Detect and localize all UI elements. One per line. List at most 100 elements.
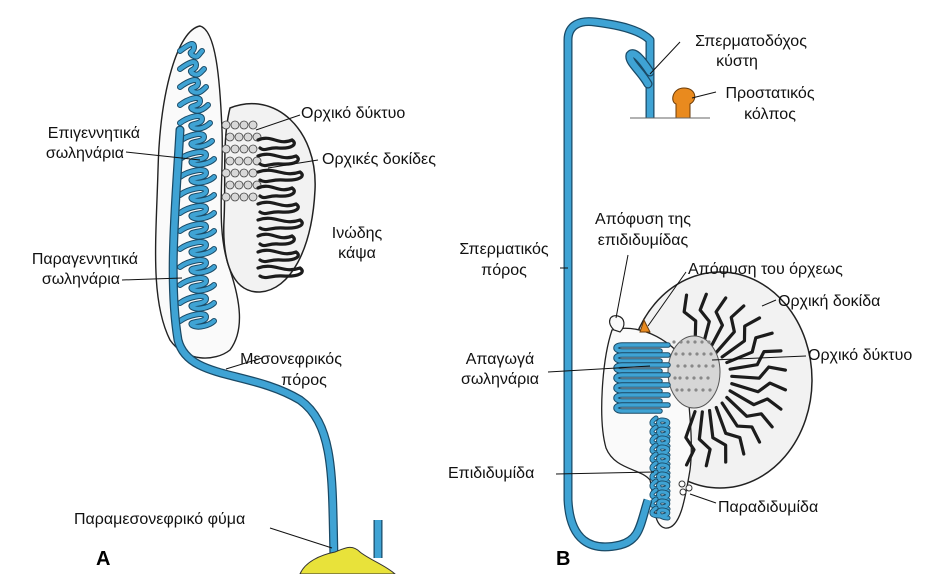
label-epididymis: Επιδιδυμίδα [448,465,535,482]
label-mesonephric-2: πόρος [281,372,327,389]
panel-label-a: A [96,548,111,570]
rete-cell [230,192,240,202]
mesonephric-tubule-fill [178,186,216,203]
label-epigenital-2: σωληνάρια [45,145,124,162]
rete-dot [690,364,694,368]
testis-cord [725,395,774,429]
rete-cell [234,180,244,190]
rete-cell [234,132,244,142]
label-paradidymis: Παραδιδυμίδα [718,499,819,516]
mesonephric-tubule-fill [178,222,216,239]
mesonephric-tubule-fill [178,258,216,275]
rete-cell [225,156,235,166]
rete-dot [693,340,697,344]
paramesonephric-tubercle [299,546,396,574]
rete-cell [248,168,258,178]
label-tunica-a-1: Ινώδης [331,225,383,242]
appendix-testis [639,318,651,333]
testis-cord [256,152,300,168]
label-efferent-1: Απαγωγά [465,351,535,368]
rete-dot [699,376,703,380]
rete-dot [673,376,677,380]
label-rete-b: Ορχικό δύκτυο [808,347,913,364]
mesonephric-duct-a-inner [169,126,338,562]
label-cord-b: Ορχική δοκίδα [778,293,881,310]
rete-dot [681,352,685,356]
rete-cell [230,120,240,130]
rete-cell [221,144,231,154]
mesonephric-tubule-fill [178,60,206,77]
leaders-a [121,114,333,549]
testis-cord [256,264,304,280]
testis-cord [707,408,728,464]
testis-cord [714,405,746,456]
rete-dot [688,352,692,356]
rete-dot [709,352,713,356]
label-cords-a: Ορχικές δοκίδες [322,151,436,168]
mesonephric-tubule-fill [178,78,208,95]
testis-cords-b [682,292,788,468]
rete-cell [248,144,258,154]
testis-cord [256,184,296,200]
efferent-ductule-fill [614,353,670,363]
prostatic-utricle [672,87,696,119]
mesonephric-tubules-a [177,41,217,330]
appendix-epididymis [609,315,625,333]
rete-cell [230,144,240,154]
label-seminal-2: κύστη [716,53,758,70]
testis-cord [720,316,762,359]
efferent-ductules-b [613,342,671,414]
mesonephric-tubule-fill [178,204,216,221]
leaders-b [547,41,807,504]
rete-cell [225,180,235,190]
testis-cord [256,136,296,152]
epididymis-coil-fill [650,434,670,448]
vas-deferens-inner [564,18,654,551]
label-paramesonephric: Παραμεσονεφρικό φύμα [74,511,246,528]
rete-blob [667,335,721,409]
rete-cell [243,180,253,190]
mesonephric-tubule-fill [178,42,204,59]
label-paragenital-1: Παραγεννητικά [31,251,138,268]
rete-dot [711,364,715,368]
testis-cord [256,216,304,232]
rete-dot [694,388,698,392]
testis-cord [684,410,697,467]
rete-cell [221,120,231,130]
mesonephric-tubule-fill [178,96,210,113]
epididymis-coil-fill [650,461,670,475]
rete-cell [221,192,231,202]
rete-dot [704,364,708,368]
mesonephric-tubule-fill [178,114,212,131]
label-mesonephric-1: Μεσονεφρικός [240,351,342,368]
rete-cell [225,132,235,142]
panel-label-b: B [556,548,571,570]
label-epigenital-1: Επιγεννητικά [47,125,140,142]
label-appendix-epi-1: Απόφυση της [595,211,691,228]
epididymis-coil-fill [650,470,670,484]
epididymis-coil-fill [650,488,670,502]
epididymis-coil-fill [650,425,670,439]
epididymis-coil-fill [650,416,670,430]
testis-cord [730,381,788,394]
rete-dot [674,352,678,356]
testis-cord [714,304,746,355]
mesonephric-tubule-fill [178,294,216,311]
label-tunica-a-2: κάψα [338,245,376,262]
epididymis-coil-fill [650,506,670,520]
rete-cell [239,144,249,154]
rete-dot [678,376,682,380]
efferent-ductule-fill [614,393,670,403]
label-vas-2: πόρος [481,262,527,279]
efferent-ductule-fill [614,373,670,383]
mesonephric-tubule-fill [178,276,216,293]
testis-cord [256,200,300,216]
label-vas-1: Σπερματικός [459,241,549,258]
testis-cord [698,292,711,350]
testis-cord [725,331,774,365]
rete-cell [239,168,249,178]
mesonephric-tubule-fill [178,168,216,185]
efferent-ductule-fill [614,343,670,353]
mesonephric-tubule-fill [178,132,214,149]
